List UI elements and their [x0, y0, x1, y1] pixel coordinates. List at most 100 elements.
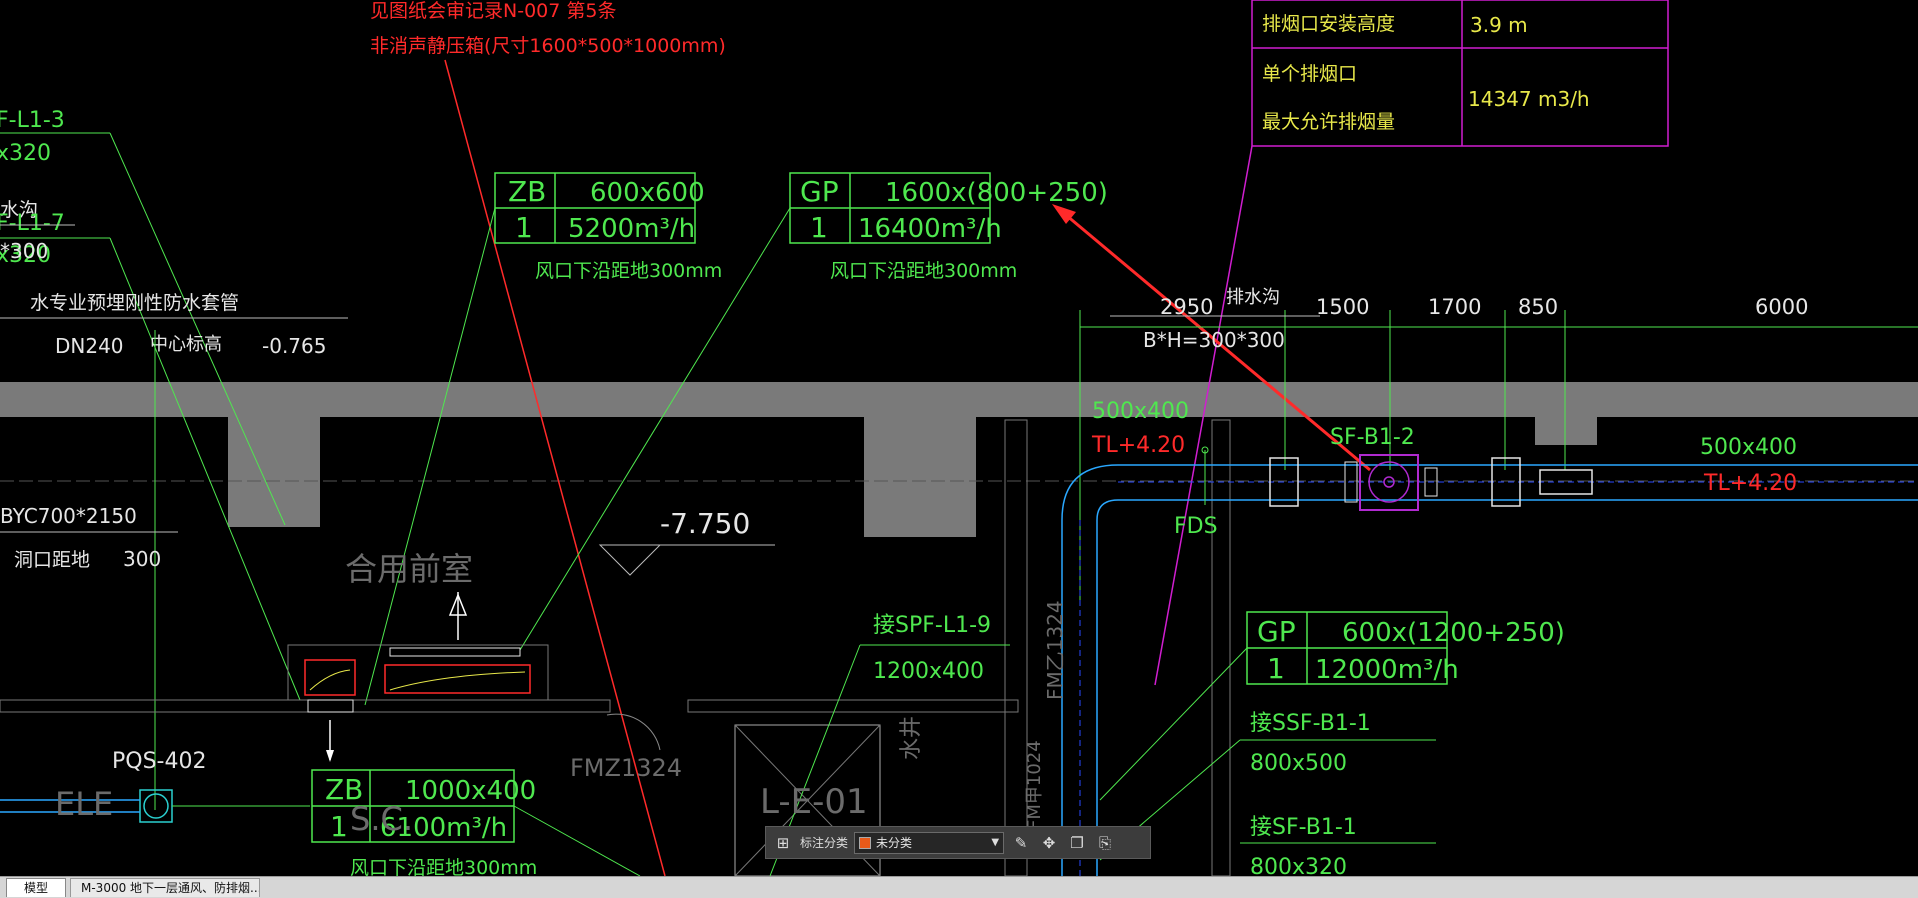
- annotation-toolbar: ⊞ 标注分类 未分类 ▼ ✎ ✥ ❐ ⎘: [765, 826, 1151, 859]
- connect-ssf-size: 800x500: [1250, 751, 1347, 776]
- cad-drawing-canvas[interactable]: 见图纸会审记录N-007 第5条 非消声静压箱(尺寸1600*500*1000m…: [0, 0, 1918, 876]
- left-label-10: -0.765: [262, 334, 326, 358]
- pqs-label: PQS-402: [112, 749, 206, 774]
- tag-flow: 16400m³/h: [858, 214, 1002, 244]
- fan-unit-sf-b1-2[interactable]: [1359, 454, 1419, 511]
- duct-left-size: 500x400: [1092, 399, 1189, 424]
- tag-note: 风口下沿距地300mm: [350, 857, 537, 876]
- dim-1500: 1500: [1316, 295, 1369, 319]
- left-label-11: BYC700*2150: [0, 504, 137, 528]
- fire-damper-1[interactable]: [1269, 457, 1299, 507]
- left-label-8: DN240: [55, 334, 124, 358]
- note-review-ref: 见图纸会审记录N-007 第5条: [370, 0, 616, 22]
- tag-size: 1000x400: [405, 776, 536, 806]
- door-label-fmz-1324: FMZ1324: [570, 754, 682, 782]
- tab-model[interactable]: 模型: [6, 878, 66, 897]
- column-1: [228, 417, 320, 527]
- left-label-3: 水沟: [0, 199, 38, 221]
- shaft-label: L-E-01: [760, 782, 868, 822]
- category-color-swatch: [859, 836, 872, 849]
- connect-spf-label: 接SPF-L1-9: [873, 613, 991, 638]
- fan-label: SF-B1-2: [1330, 425, 1415, 450]
- dim-6000: 6000: [1755, 295, 1808, 319]
- door-label-fm-1324: FM乙1324: [1043, 600, 1067, 700]
- air-grille-right[interactable]: [1539, 469, 1593, 495]
- left-label-2: x320: [0, 141, 51, 166]
- structural-beam: [0, 382, 1918, 417]
- left-label-5: x320: [0, 243, 51, 268]
- air-vent-large[interactable]: [384, 664, 531, 694]
- chevron-down-icon: ▼: [991, 837, 1000, 848]
- paste-icon[interactable]: ⎘: [1099, 833, 1112, 852]
- smoke-exhaust-table: 排烟口安装高度 3.9 m 单个排烟口 最大允许排烟量 14347 m3/h: [1251, 0, 1669, 147]
- left-label-1: F-L1-3: [0, 108, 65, 133]
- column-2: [864, 417, 976, 537]
- tag-count: 1: [810, 211, 828, 244]
- level-mark: -7.750: [660, 507, 750, 540]
- air-vent-small[interactable]: [304, 659, 356, 696]
- left-label-9: 中心标高: [150, 334, 222, 355]
- note-plenum-box: 非消声静压箱(尺寸1600*500*1000mm): [370, 35, 726, 57]
- tag-size: 600x(1200+250): [1342, 618, 1565, 648]
- tag-count: 1: [1267, 652, 1285, 685]
- tag-size: 1600x(800+250): [885, 178, 1108, 208]
- air-outlet-tag-gp-1[interactable]: GP 1600x(800+250) 1 16400m³/h 风口下沿距地300m…: [789, 172, 1108, 282]
- duct-right-level: TL+4.20: [1703, 471, 1797, 496]
- air-outlet-tag-zb-2[interactable]: ZB 1000x400 1 6100m³/h 风口下沿距地300mm: [311, 769, 537, 876]
- left-label-4: F-L1-7: [0, 211, 65, 236]
- table-row1-label: 排烟口安装高度: [1262, 13, 1395, 35]
- table-row2-label-a: 单个排烟口: [1262, 63, 1357, 85]
- tag-code: GP: [1257, 615, 1296, 648]
- left-label-6: *300: [0, 239, 48, 263]
- fire-damper-2[interactable]: [1491, 457, 1521, 507]
- column-3: [1535, 417, 1597, 445]
- left-label-13: 300: [123, 547, 161, 571]
- copy-icon[interactable]: ❐: [1070, 833, 1084, 852]
- tag-note: 风口下沿距地300mm: [535, 260, 722, 282]
- duct-right-size: 500x400: [1700, 435, 1797, 460]
- connect-spf-size: 1200x400: [873, 659, 984, 684]
- tag-code: ZB: [325, 773, 363, 806]
- tag-size: 600x600: [590, 178, 705, 208]
- move-icon[interactable]: ✥: [1042, 833, 1056, 852]
- red-callout-arrow: [1059, 208, 1371, 472]
- annotation-category-label: 标注分类: [800, 836, 849, 850]
- category-value: 未分类: [876, 836, 913, 850]
- pqs-unit[interactable]: [139, 789, 173, 823]
- ele-label: ELE: [55, 785, 113, 823]
- table-row2-label-b: 最大允许排烟量: [1262, 111, 1395, 133]
- drain-label: 排水沟: [1226, 287, 1280, 308]
- edit-icon[interactable]: ✎: [1014, 833, 1028, 852]
- connect-ssf-label: 接SSF-B1-1: [1250, 711, 1371, 736]
- supply-duct[interactable]: [1061, 464, 1918, 876]
- dim-2950: 2950: [1160, 295, 1213, 319]
- duct-left-level: TL+4.20: [1091, 433, 1185, 458]
- table-row2-value: 14347 m3/h: [1468, 87, 1590, 111]
- tab-sheet-m3000[interactable]: M-3000 地下一层通风、防排烟...: [70, 878, 260, 897]
- air-outlet-tag-gp-2[interactable]: GP 600x(1200+250) 1 12000m³/h: [1246, 611, 1565, 685]
- tag-note: 风口下沿距地300mm: [830, 260, 1017, 282]
- connect-sf-label: 接SF-B1-1: [1250, 815, 1357, 840]
- tag-count: 1: [330, 810, 348, 843]
- tag-flow: 5200m³/h: [568, 214, 695, 244]
- sc-label: S.C.: [350, 800, 413, 838]
- drain-size: B*H=300*300: [1143, 328, 1285, 352]
- layout-tab-bar: 模型 M-3000 地下一层通风、防排烟...: [0, 876, 1918, 898]
- tag-code: GP: [800, 175, 839, 208]
- tag-code: ZB: [508, 175, 546, 208]
- tag-count: 1: [515, 211, 533, 244]
- damper-label: FDS: [1174, 514, 1218, 539]
- category-select[interactable]: 未分类 ▼: [854, 831, 1005, 854]
- dim-850: 850: [1518, 295, 1558, 319]
- shaft-label-2: 水井: [899, 716, 924, 760]
- room-label: 合用前室: [345, 550, 473, 588]
- dim-1700: 1700: [1428, 295, 1481, 319]
- tag-flow: 12000m³/h: [1315, 655, 1459, 685]
- door-label-fm-1024: FM甲1024: [1024, 740, 1045, 830]
- grid-icon[interactable]: ⊞: [776, 833, 790, 852]
- left-label-12: 洞口距地: [14, 549, 90, 571]
- table-row1-value: 3.9 m: [1470, 13, 1528, 37]
- left-label-7: 水专业预埋刚性防水套管: [30, 292, 239, 314]
- tag-flow: 6100m³/h: [380, 813, 507, 843]
- air-outlet-tag-zb-1[interactable]: ZB 600x600 1 5200m³/h 风口下沿距地300mm: [494, 172, 722, 282]
